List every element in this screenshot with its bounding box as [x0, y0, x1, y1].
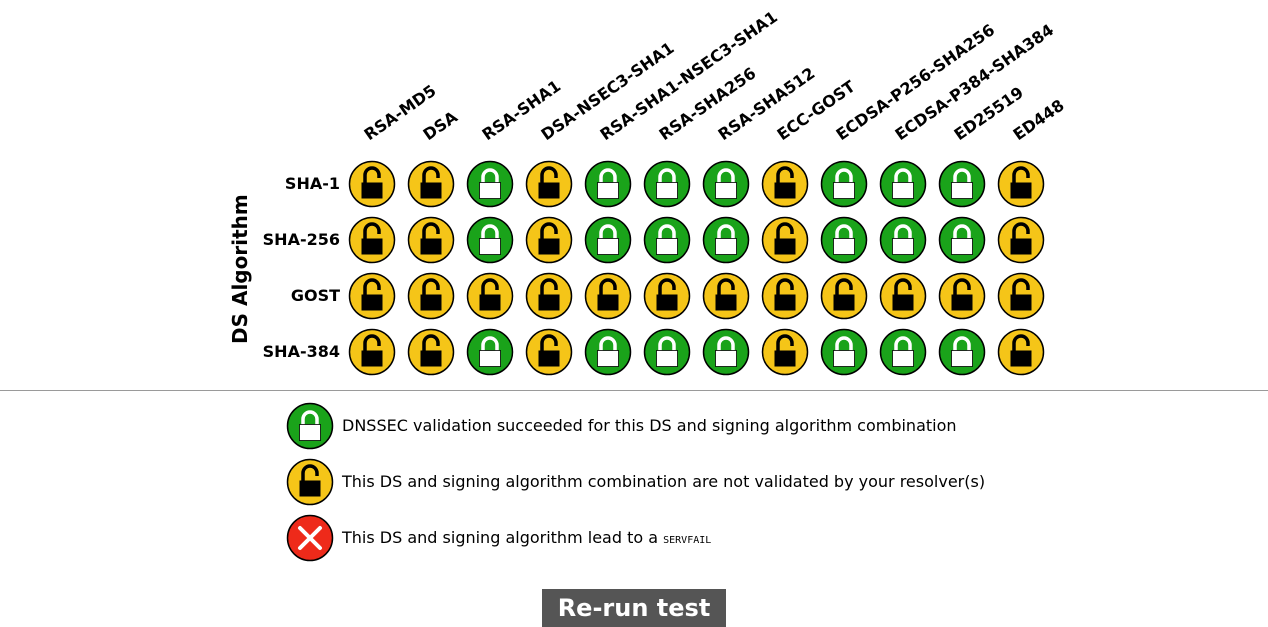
row-header: SHA-384	[262, 342, 340, 361]
yellow-open-lock-icon	[997, 272, 1045, 320]
row-axis-title: DS Algorithm	[228, 194, 252, 344]
yellow-open-lock-icon	[997, 160, 1045, 208]
green-closed-lock-icon	[820, 216, 868, 264]
yellow-open-lock-icon	[879, 272, 927, 320]
yellow-open-lock-icon	[348, 272, 396, 320]
green-closed-lock-icon	[584, 328, 632, 376]
yellow-open-lock-icon	[466, 272, 514, 320]
legend-not-validated-text: This DS and signing algorithm combinatio…	[342, 472, 986, 491]
green-closed-lock-icon	[938, 328, 986, 376]
yellow-open-lock-icon	[525, 272, 573, 320]
green-closed-lock-icon	[584, 216, 632, 264]
yellow-open-lock-icon	[348, 328, 396, 376]
green-closed-lock-icon	[584, 160, 632, 208]
green-closed-lock-icon	[702, 160, 750, 208]
yellow-open-lock-icon	[407, 328, 455, 376]
rerun-test-button[interactable]: Re-run test	[542, 589, 726, 627]
green-closed-lock-icon	[879, 328, 927, 376]
servfail-term: SERVFAIL	[663, 530, 712, 547]
green-closed-lock-icon	[643, 216, 691, 264]
yellow-open-lock-icon	[525, 160, 573, 208]
legend-not-validated: This DS and signing algorithm combinatio…	[286, 458, 985, 506]
legend-validated-text: DNSSEC validation succeeded for this DS …	[342, 416, 957, 435]
green-closed-lock-icon	[702, 328, 750, 376]
yellow-open-lock-icon	[761, 216, 809, 264]
green-closed-lock-icon	[879, 216, 927, 264]
yellow-open-lock-icon	[525, 216, 573, 264]
green-closed-lock-icon	[702, 216, 750, 264]
legend-servfail-sentence: This DS and signing algorithm lead to a	[342, 527, 659, 547]
yellow-open-lock-icon	[702, 272, 750, 320]
green-closed-lock-icon	[286, 402, 334, 450]
green-closed-lock-icon	[466, 328, 514, 376]
green-closed-lock-icon	[643, 328, 691, 376]
green-closed-lock-icon	[820, 328, 868, 376]
yellow-open-lock-icon	[348, 160, 396, 208]
yellow-open-lock-icon	[997, 216, 1045, 264]
yellow-open-lock-icon	[584, 272, 632, 320]
green-closed-lock-icon	[466, 160, 514, 208]
yellow-open-lock-icon	[407, 160, 455, 208]
divider	[0, 390, 1268, 391]
yellow-open-lock-icon	[761, 328, 809, 376]
yellow-open-lock-icon	[286, 458, 334, 506]
yellow-open-lock-icon	[761, 160, 809, 208]
red-x-icon	[286, 514, 334, 562]
yellow-open-lock-icon	[997, 328, 1045, 376]
yellow-open-lock-icon	[407, 216, 455, 264]
green-closed-lock-icon	[879, 160, 927, 208]
legend-validated: DNSSEC validation succeeded for this DS …	[286, 402, 957, 450]
green-closed-lock-icon	[466, 216, 514, 264]
row-header: GOST	[290, 286, 340, 305]
yellow-open-lock-icon	[525, 328, 573, 376]
green-closed-lock-icon	[938, 216, 986, 264]
yellow-open-lock-icon	[938, 272, 986, 320]
legend-servfail: This DS and signing algorithm lead to a …	[286, 514, 711, 562]
green-closed-lock-icon	[820, 160, 868, 208]
legend-servfail-text: This DS and signing algorithm lead to a …	[342, 528, 711, 549]
yellow-open-lock-icon	[407, 272, 455, 320]
green-closed-lock-icon	[643, 160, 691, 208]
yellow-open-lock-icon	[643, 272, 691, 320]
column-header: DSA	[419, 107, 461, 145]
yellow-open-lock-icon	[761, 272, 809, 320]
row-header: SHA-256	[262, 230, 340, 249]
green-closed-lock-icon	[938, 160, 986, 208]
yellow-open-lock-icon	[820, 272, 868, 320]
yellow-open-lock-icon	[348, 216, 396, 264]
row-header: SHA-1	[284, 174, 340, 193]
